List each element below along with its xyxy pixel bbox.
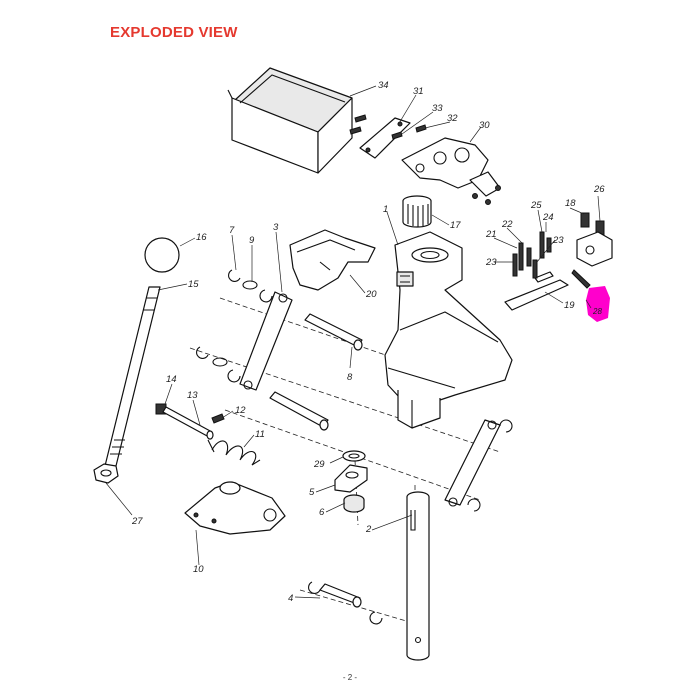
part-13-pin <box>162 406 214 440</box>
part-30-bracket <box>401 137 501 205</box>
callout-27: 27 <box>131 516 143 527</box>
right-side-link <box>444 419 513 512</box>
callout-11: 11 <box>255 429 265 440</box>
part-6-gear <box>343 494 365 513</box>
parts-21-26-hardware <box>512 212 613 289</box>
part-29-washer <box>342 450 366 462</box>
part-12-screw <box>211 413 225 424</box>
callout-12: 12 <box>235 405 246 416</box>
part-8-pin <box>304 313 363 351</box>
part-20-cover <box>289 229 376 291</box>
callout-9: 9 <box>249 235 255 246</box>
callout-5: 5 <box>309 487 315 498</box>
callout-10: 10 <box>193 564 204 575</box>
part-28-highlight <box>586 286 610 322</box>
callout-16: 16 <box>196 232 207 243</box>
part-34-tray <box>227 67 353 174</box>
callout-31: 31 <box>413 86 424 97</box>
callout-4: 4 <box>288 593 293 604</box>
callout-21: 21 <box>485 229 497 240</box>
callout-24: 24 <box>542 212 554 223</box>
callout-25: 25 <box>530 200 542 211</box>
leader-lines <box>105 85 601 599</box>
callout-32: 32 <box>447 113 458 124</box>
part-17-bushing <box>402 195 432 228</box>
callout-22: 22 <box>501 219 513 230</box>
part-10-clamp-jaw <box>184 481 286 535</box>
part-11-spring <box>207 439 261 466</box>
callout-34: 34 <box>378 80 389 91</box>
callout-8: 8 <box>347 372 353 383</box>
callout-20: 20 <box>365 289 377 300</box>
part-2-pillar <box>406 491 430 661</box>
callout-30: 30 <box>479 120 490 131</box>
callout-3: 3 <box>273 222 279 233</box>
page-number: - 2 - <box>342 673 358 682</box>
part-4-pin <box>308 581 383 625</box>
callout-17: 17 <box>450 220 461 231</box>
part-31-mount-plate <box>349 114 427 159</box>
parts-7-9-clips <box>196 269 273 383</box>
part-27-nut <box>93 463 119 484</box>
part-8-pin-lower <box>269 391 329 431</box>
callout-15: 15 <box>188 279 199 290</box>
callout-23a: 23 <box>485 257 497 268</box>
part-1-main-body <box>384 231 513 429</box>
part-3-link <box>239 291 293 391</box>
callout-7: 7 <box>229 225 235 236</box>
part-16-ball-knob <box>144 237 180 273</box>
callout-33: 33 <box>432 103 443 114</box>
part-5-cam <box>334 464 368 493</box>
callout-18: 18 <box>565 198 576 209</box>
callout-labels: 1 2 3 4 5 6 7 8 9 10 11 12 13 14 15 16 1… <box>131 80 605 604</box>
callout-1: 1 <box>383 204 388 215</box>
callout-14: 14 <box>166 374 177 385</box>
callout-29: 29 <box>313 459 325 470</box>
callout-13: 13 <box>187 390 198 401</box>
callout-2: 2 <box>365 524 372 535</box>
callout-6: 6 <box>319 507 325 518</box>
callout-26: 26 <box>593 184 605 195</box>
callout-23b: 23 <box>552 235 564 246</box>
callout-28: 28 <box>592 307 602 316</box>
diagram-title: EXPLODED VIEW <box>110 24 238 41</box>
part-15-handle-rod <box>103 286 161 471</box>
callout-19: 19 <box>564 300 575 311</box>
part-19-lever <box>504 271 569 311</box>
